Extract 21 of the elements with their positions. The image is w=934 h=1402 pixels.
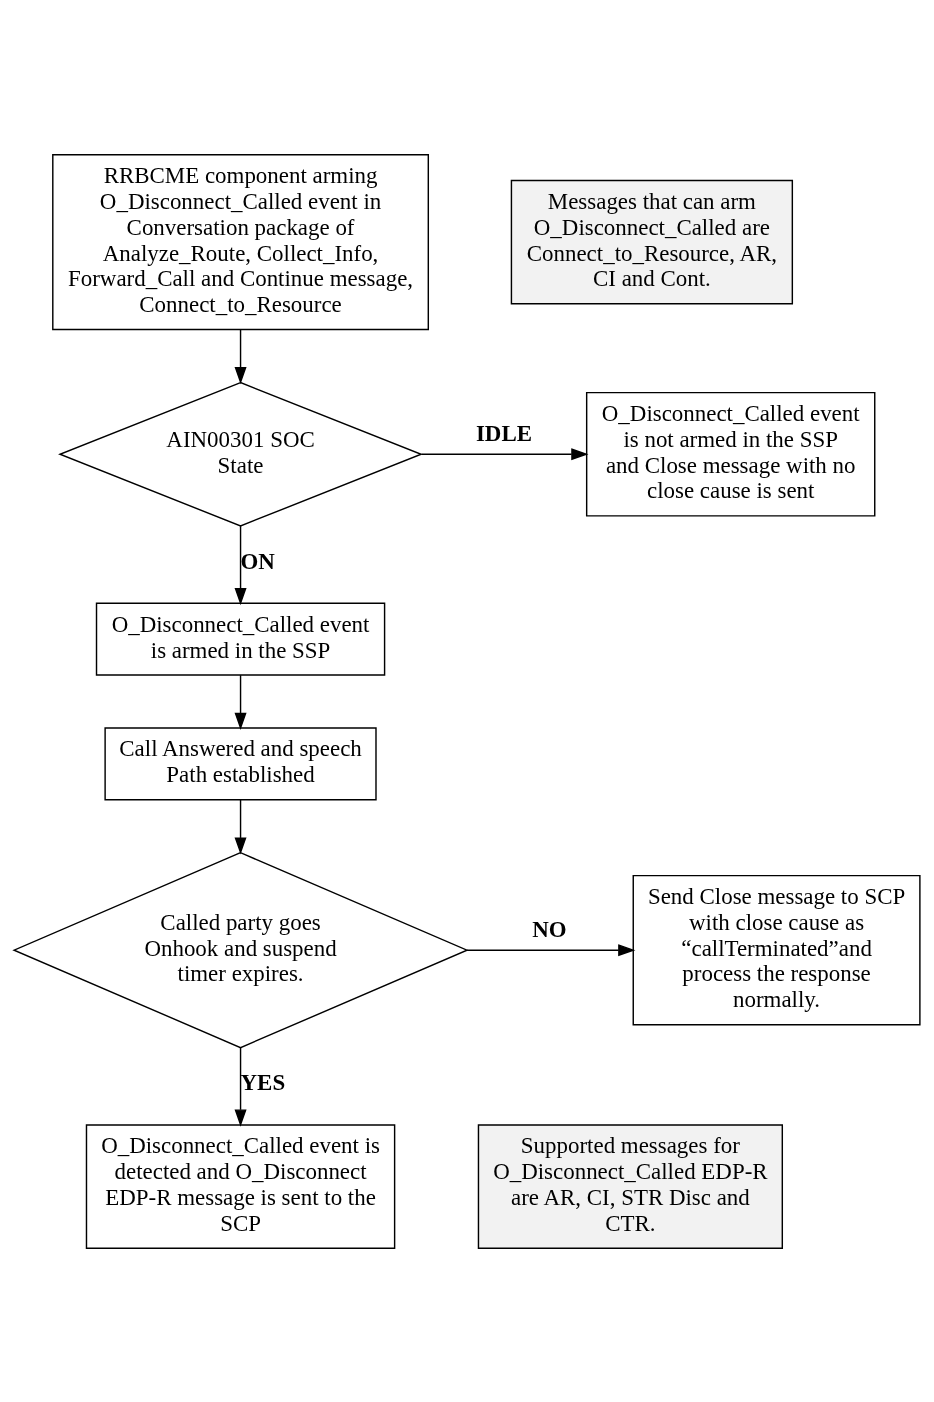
node-diamond: Called party goes Onhook and suspend timer expires. <box>12 851 469 1048</box>
node-box: O_Disconnect_Called event is not armed in the SSP and Close message with no close cause is sent <box>585 391 876 517</box>
edge-label: YES <box>240 1069 286 1095</box>
node-box: O_Disconnect_Called event is armed in the SSP <box>95 602 386 676</box>
arrow <box>234 328 247 384</box>
arrow <box>234 798 247 855</box>
edge-label: ON <box>240 548 275 574</box>
node-diamond: AIN00301 SOC State <box>58 381 424 527</box>
node-box: Call Answered and speech Path established <box>104 726 377 800</box>
node-box: RRBCME component arming O_Disconnect_Called event in Conversation package of Analyze_Route, Collect_Info, Forward_Call and Continue message, Connect_to_Resource <box>52 153 429 330</box>
node-box: Messages that can arm O_Disconnect_Called are Connect_to_Resource, AR, CI and Cont. <box>510 179 794 304</box>
node-box: Supported messages for O_Disconnect_Called EDP-R are AR, CI, STR Disc and CTR. <box>477 1123 783 1249</box>
edge-label: NO <box>532 916 567 942</box>
edge-label: IDLE <box>475 420 533 446</box>
arrow <box>466 943 636 956</box>
arrow <box>234 673 247 730</box>
arrow <box>234 524 247 605</box>
arrow <box>420 447 589 460</box>
node-box: O_Disconnect_Called event is detected and O_Disconnect EDP-R message is sent to the SCP <box>85 1123 396 1249</box>
arrow <box>234 1046 247 1127</box>
node-box: Send Close message to SCP with close cause as “callTerminated”and process the response normally. <box>632 874 921 1025</box>
